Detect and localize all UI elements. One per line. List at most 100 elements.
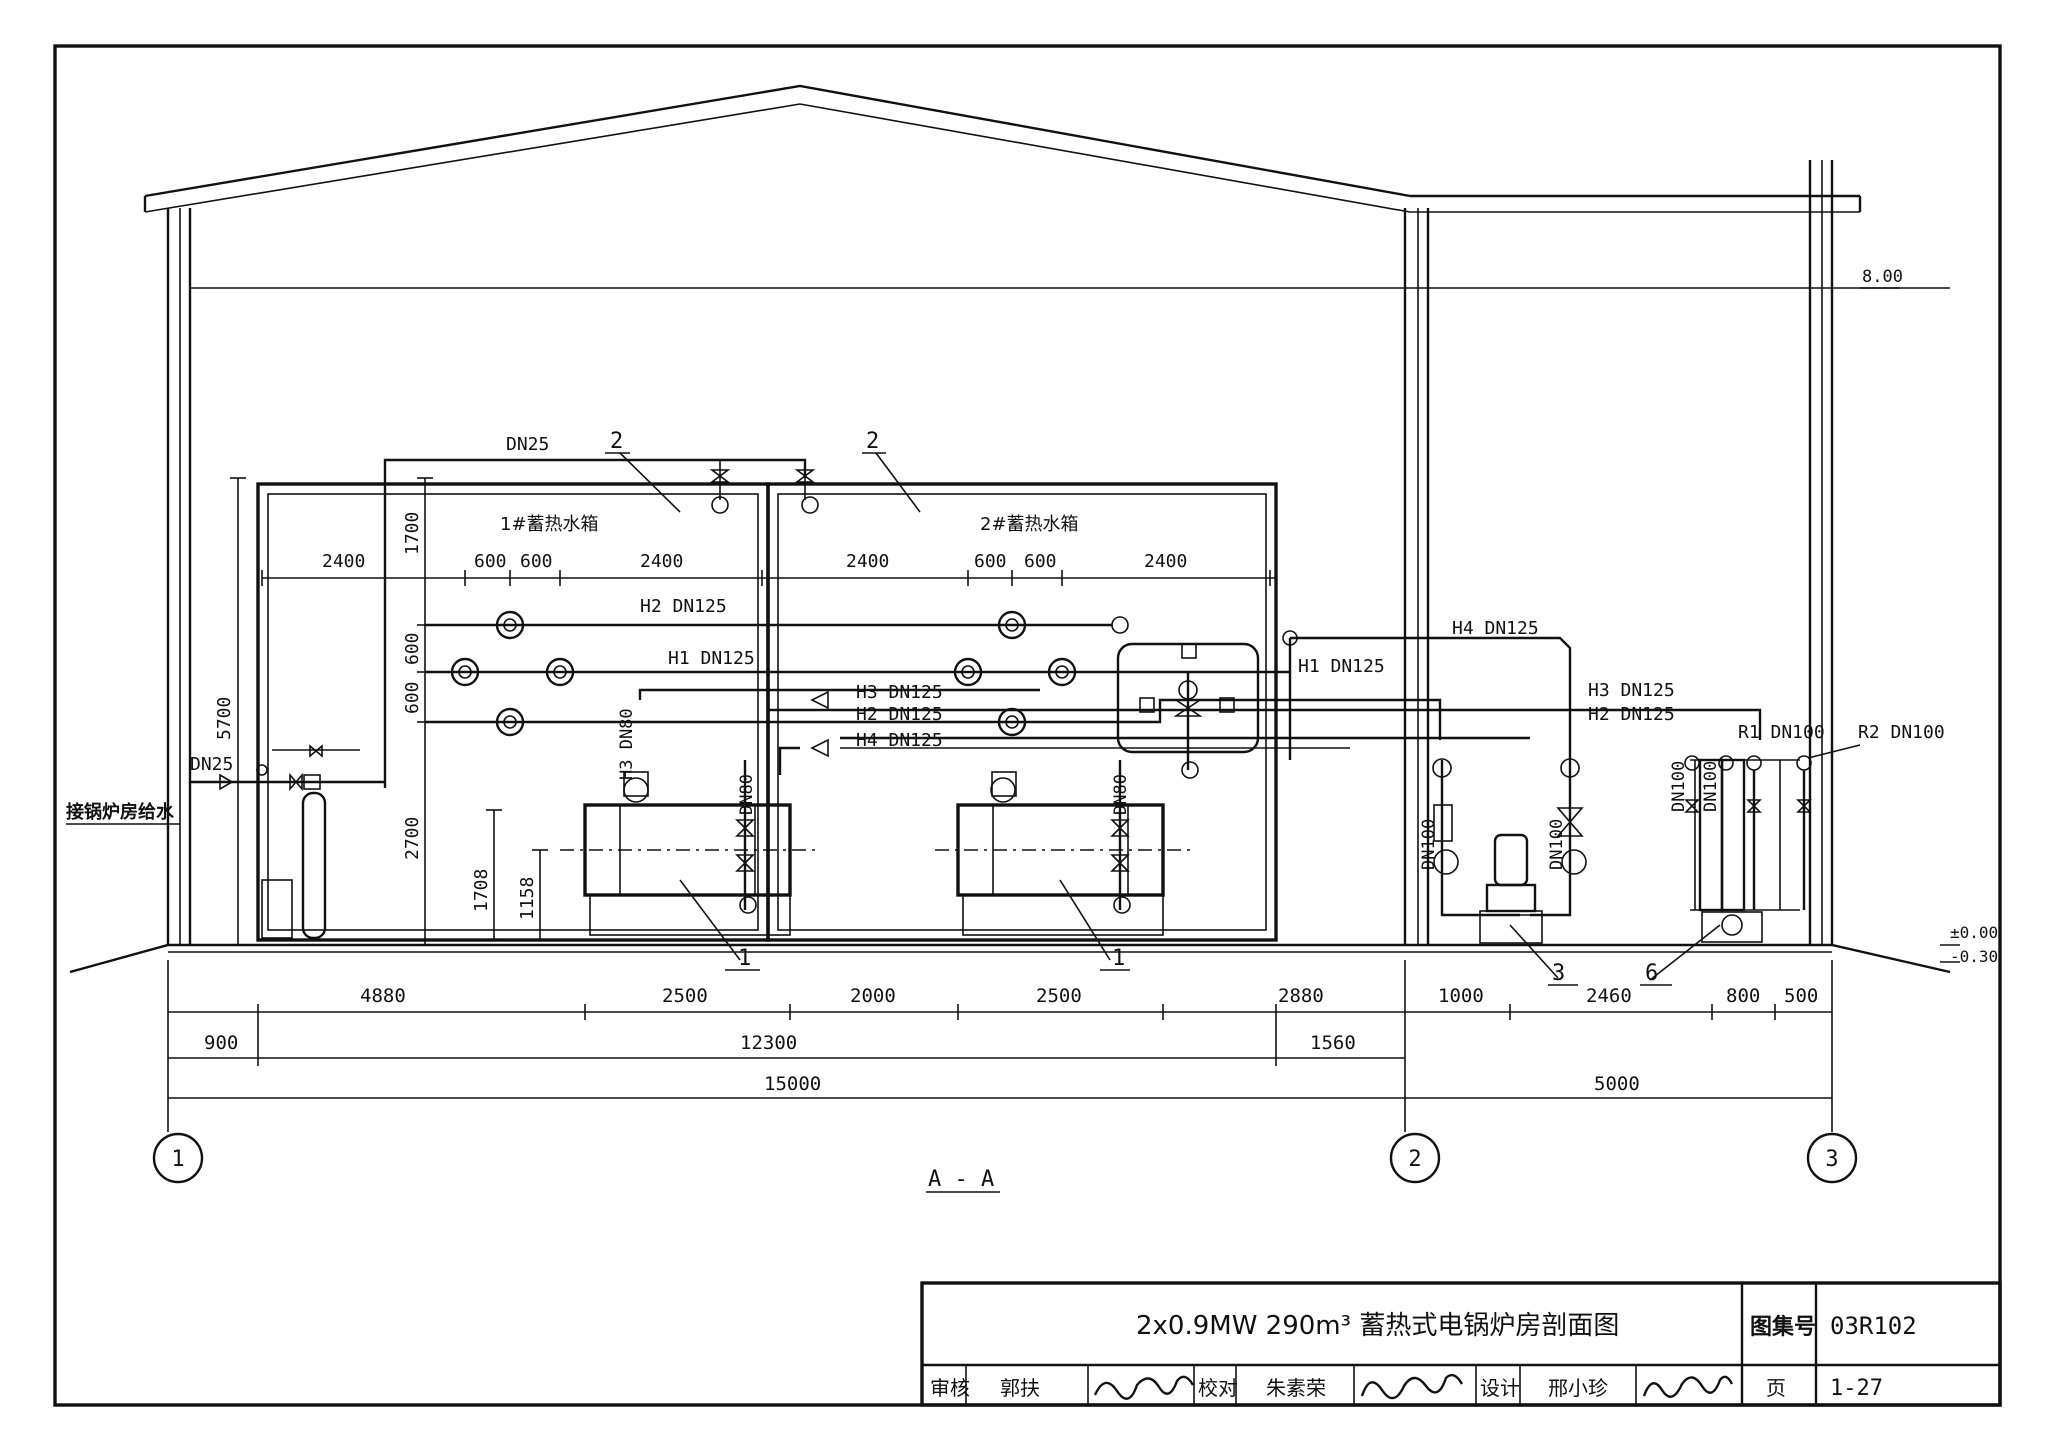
dim-v-2700: 2700 [402, 817, 423, 860]
ground-line [69, 943, 1960, 974]
label-dn100-a: DN100 [1419, 819, 1439, 870]
dim-row1-2: 2000 [850, 985, 896, 1007]
label-h1-right: H1 DN125 [1298, 656, 1385, 677]
dim-top-1: 600 [474, 551, 507, 572]
label-h2-top: H2 DN125 [640, 596, 727, 617]
elevation-floor: ±0.00 [1950, 923, 1998, 942]
label-h3-dn80: H3 DN80 [617, 708, 637, 780]
dim-left-vertical [230, 477, 548, 946]
dim-v-1158: 1158 [517, 877, 538, 920]
dim-v-1700: 1700 [402, 512, 423, 555]
tank-callouts [605, 452, 921, 513]
dim-top-2: 600 [520, 551, 553, 572]
dim-row1-3: 2500 [1036, 985, 1082, 1007]
label-h2-tank: H2 DN125 [856, 704, 943, 725]
dim-row1-5: 1000 [1438, 985, 1484, 1007]
circulation-pump [1475, 833, 1548, 944]
roof-outline [144, 84, 1411, 198]
dim-top-row [261, 570, 1276, 586]
elevation-grade: -0.30 [1950, 947, 1998, 966]
dim-row2-0: 900 [204, 1032, 238, 1054]
title-text: 2x0.9MW 290m³ 蓄热式电锅炉房剖面图 [1136, 1311, 1619, 1341]
dim-top-0: 2400 [322, 551, 365, 572]
header-pipes [425, 623, 1762, 775]
checker-name: 朱素荣 [1266, 1376, 1326, 1400]
page-number: 1-27 [1830, 1376, 1883, 1401]
dim-top-4: 2400 [846, 551, 889, 572]
checker-signature [1360, 1373, 1464, 1400]
callout-boiler-1: 1 [738, 946, 751, 971]
drawing-frame [53, 44, 2002, 1407]
designer-signature [1642, 1375, 1734, 1398]
annex-callouts [1509, 924, 1721, 986]
roof-inner-line [144, 103, 1411, 213]
dim-row3-0: 15000 [764, 1073, 821, 1095]
dim-bottom-rows [167, 960, 1833, 1108]
dim-v-600a: 600 [402, 632, 423, 665]
callout-pump: 3 [1552, 961, 1565, 986]
dim-top-5: 600 [974, 551, 1007, 572]
label-h4-right: H4 DN125 [1452, 618, 1539, 639]
makeup-water-unit [190, 744, 385, 940]
label-dn100-b: DN100 [1547, 819, 1567, 870]
label-dn25-inlet: DN25 [190, 754, 233, 775]
reviewer-signature [1093, 1375, 1195, 1400]
tank-1-label: 1#蓄热水箱 [500, 514, 599, 535]
label-inlet: 接锅炉房给水 [66, 801, 175, 823]
page-label: 页 [1766, 1376, 1786, 1400]
atlas-label: 图集号 [1750, 1314, 1816, 1340]
check-label: 校对 [1198, 1376, 1238, 1400]
axis-2: 2 [1408, 1147, 1421, 1172]
label-dn100-d: DN100 [1701, 761, 1721, 812]
dim-row1-6: 2460 [1586, 985, 1632, 1007]
dim-top-6: 600 [1024, 551, 1057, 572]
dim-row1-1: 2500 [662, 985, 708, 1007]
storage-tank-2 [766, 482, 1278, 942]
boiler-callouts [679, 879, 1130, 971]
dim-row1-4: 2880 [1278, 985, 1324, 1007]
building-columns [166, 160, 1834, 945]
label-h2-right: H2 DN125 [1588, 704, 1675, 725]
dim-v-1708: 1708 [471, 869, 492, 912]
label-h3-right: H3 DN125 [1588, 680, 1675, 701]
flow-arrow-h4 [810, 738, 829, 758]
flow-arrow-h3 [810, 690, 829, 710]
label-h4-tank: H4 DN125 [856, 730, 943, 751]
callout-distributor: 6 [1645, 961, 1658, 986]
dim-row1-7: 800 [1726, 985, 1760, 1007]
reviewer-name: 郭扶 [1000, 1376, 1040, 1400]
section-label: A - A [928, 1167, 994, 1192]
label-dn25-top: DN25 [506, 434, 549, 455]
designer-name: 邢小珍 [1548, 1376, 1608, 1400]
axis-1: 1 [171, 1147, 184, 1172]
dim-top-7: 2400 [1144, 551, 1187, 572]
dim-top-3: 2400 [640, 551, 683, 572]
callout-tank-2: 2 [866, 429, 879, 454]
elevation-8.00: 8.00 [1862, 267, 1903, 287]
dim-row1-8: 500 [1784, 985, 1818, 1007]
dim-row2-2: 1560 [1310, 1032, 1356, 1054]
axis-bubbles [152, 1108, 1858, 1184]
callout-tank-1: 2 [610, 429, 623, 454]
label-dn80-a: DN80 [737, 774, 757, 815]
design-label: 设计 [1480, 1376, 1520, 1400]
tank-2-label: 2#蓄热水箱 [980, 514, 1079, 535]
title-block [920, 1281, 2002, 1407]
dim-row2-1: 12300 [740, 1032, 797, 1054]
annex-pipework [1290, 636, 1587, 917]
dim-row1-0: 4880 [360, 985, 406, 1007]
label-r2: R2 DN100 [1858, 722, 1945, 743]
vent-pipe-dn25 [383, 458, 819, 788]
electric-boiler-1 [560, 760, 820, 936]
distributor [1684, 755, 1812, 943]
label-dn100-c: DN100 [1669, 761, 1689, 812]
axis-3: 3 [1825, 1147, 1838, 1172]
header-connections [450, 610, 1298, 737]
mixing-valve-assembly [1116, 642, 1260, 779]
dim-row3-1: 5000 [1594, 1073, 1640, 1095]
callout-boiler-2: 1 [1112, 946, 1125, 971]
label-r1: R1 DN100 [1738, 722, 1825, 743]
label-h1-tank: H1 DN125 [668, 648, 755, 669]
label-dn80-b: DN80 [1111, 774, 1131, 815]
